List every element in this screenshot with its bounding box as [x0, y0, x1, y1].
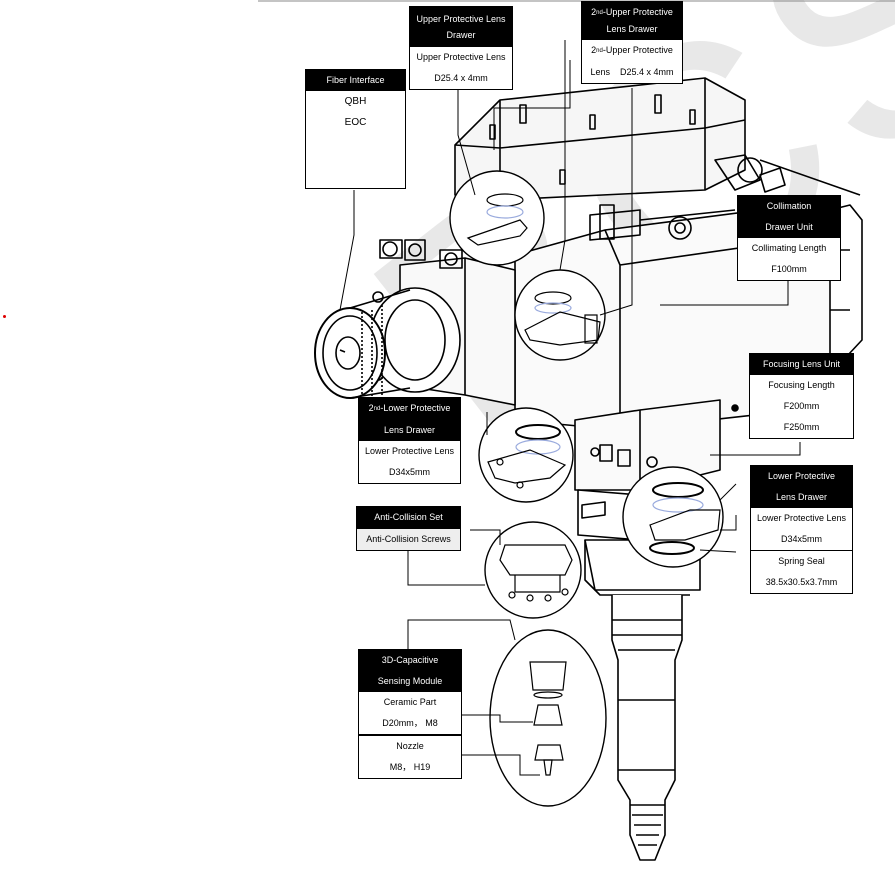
- label-nozzle: Nozzle M8， H19: [358, 735, 462, 779]
- label-sensing-row2: D20mm， M8: [382, 718, 438, 728]
- nozzle-tube: [611, 595, 683, 861]
- label-2nd-upper-drawer-title: 2nd-Upper Protective Lens Drawer: [582, 2, 682, 40]
- label-sensing-title-1: 3D-Capacitive: [359, 650, 461, 671]
- label-2nd-upper-protective-lens-drawer: 2nd-Upper Protective Lens Drawer 2nd-Upp…: [581, 1, 683, 84]
- label-nozzle-row1: Nozzle: [396, 741, 424, 751]
- label-2nd-lower-row2: D34x5mm: [388, 467, 430, 477]
- label-lower-row1: Lower Protective Lens: [756, 513, 847, 523]
- label-anti-row1: Anti-Collision Screws: [357, 528, 460, 550]
- label-anti-title: Anti-Collision Set: [357, 507, 460, 528]
- label-2nd-lower-title-2: Lens Drawer: [359, 420, 460, 441]
- label-focusing-lens-unit: Focusing Lens Unit Focusing Length F200m…: [749, 353, 854, 439]
- label-2nd-lower-title-1: 2nd-Lower Protective: [359, 398, 460, 420]
- label-3d-capacitive-sensing-module: 3D-Capacitive Sensing Module Ceramic Par…: [358, 649, 462, 735]
- label-spring-row1: Spring Seal: [751, 550, 852, 572]
- label-2nd-upper-drawer-row2: Lens D25.4 x 4mm: [590, 67, 674, 77]
- label-fiber-row1: QBH: [344, 96, 367, 107]
- label-2nd-upper-drawer-row1: 2nd-Upper Protective: [591, 45, 673, 55]
- label-upper-drawer-row1: Upper Protective Lens: [416, 52, 506, 62]
- red-dot-marker: [3, 315, 6, 318]
- label-sensing-row1: Ceramic Part: [383, 697, 437, 707]
- fiber-interface-body: [314, 239, 516, 406]
- label-lower-title-2: Lens Drawer: [751, 487, 852, 508]
- label-2nd-lower-row1: Lower Protective Lens: [364, 446, 455, 456]
- label-upper-protective-lens-drawer: Upper Protective Lens Drawer Upper Prote…: [409, 6, 513, 90]
- label-spring-row2: 38.5x30.5x3.7mm: [765, 577, 838, 587]
- label-collimation-row1: Collimating Length: [751, 243, 827, 253]
- label-sensing-title-2: Sensing Module: [359, 671, 461, 692]
- label-collimation-title-1: Collimation: [738, 196, 840, 217]
- callout-anti-collision: [484, 521, 582, 619]
- label-collimation-drawer-unit: Collimation Drawer Unit Collimating Leng…: [737, 195, 841, 281]
- label-fiber-interface: Fiber Interface QBH EOC: [305, 69, 406, 189]
- label-focusing-title: Focusing Lens Unit: [750, 354, 853, 375]
- label-upper-drawer-row2: D25.4 x 4mm: [434, 73, 488, 83]
- label-focusing-row1: Focusing Length: [768, 380, 835, 390]
- label-upper-drawer-title: Upper Protective Lens Drawer: [410, 7, 512, 47]
- label-lower-title-1: Lower Protective: [751, 466, 852, 487]
- callout-nozzle-parts: [489, 629, 607, 807]
- label-anti-collision-set: Anti-Collision Set Anti-Collision Screws: [356, 506, 461, 551]
- callout-2nd-lower-lens: [478, 407, 574, 503]
- label-collimation-title-2: Drawer Unit: [738, 217, 840, 238]
- label-2nd-lower-protective-lens-drawer: 2nd-Lower Protective Lens Drawer Lower P…: [358, 397, 461, 484]
- label-focusing-row3: F250mm: [783, 422, 820, 432]
- label-fiber-title: Fiber Interface: [306, 70, 405, 91]
- label-focusing-row2: F200mm: [783, 401, 820, 411]
- label-lower-protective-lens-drawer: Lower Protective Lens Drawer Lower Prote…: [750, 465, 853, 594]
- label-lower-row2: D34x5mm: [780, 534, 822, 544]
- label-fiber-row2: EOC: [344, 117, 367, 128]
- label-collimation-row2: F100mm: [771, 264, 807, 274]
- label-nozzle-row2: M8， H19: [389, 762, 431, 772]
